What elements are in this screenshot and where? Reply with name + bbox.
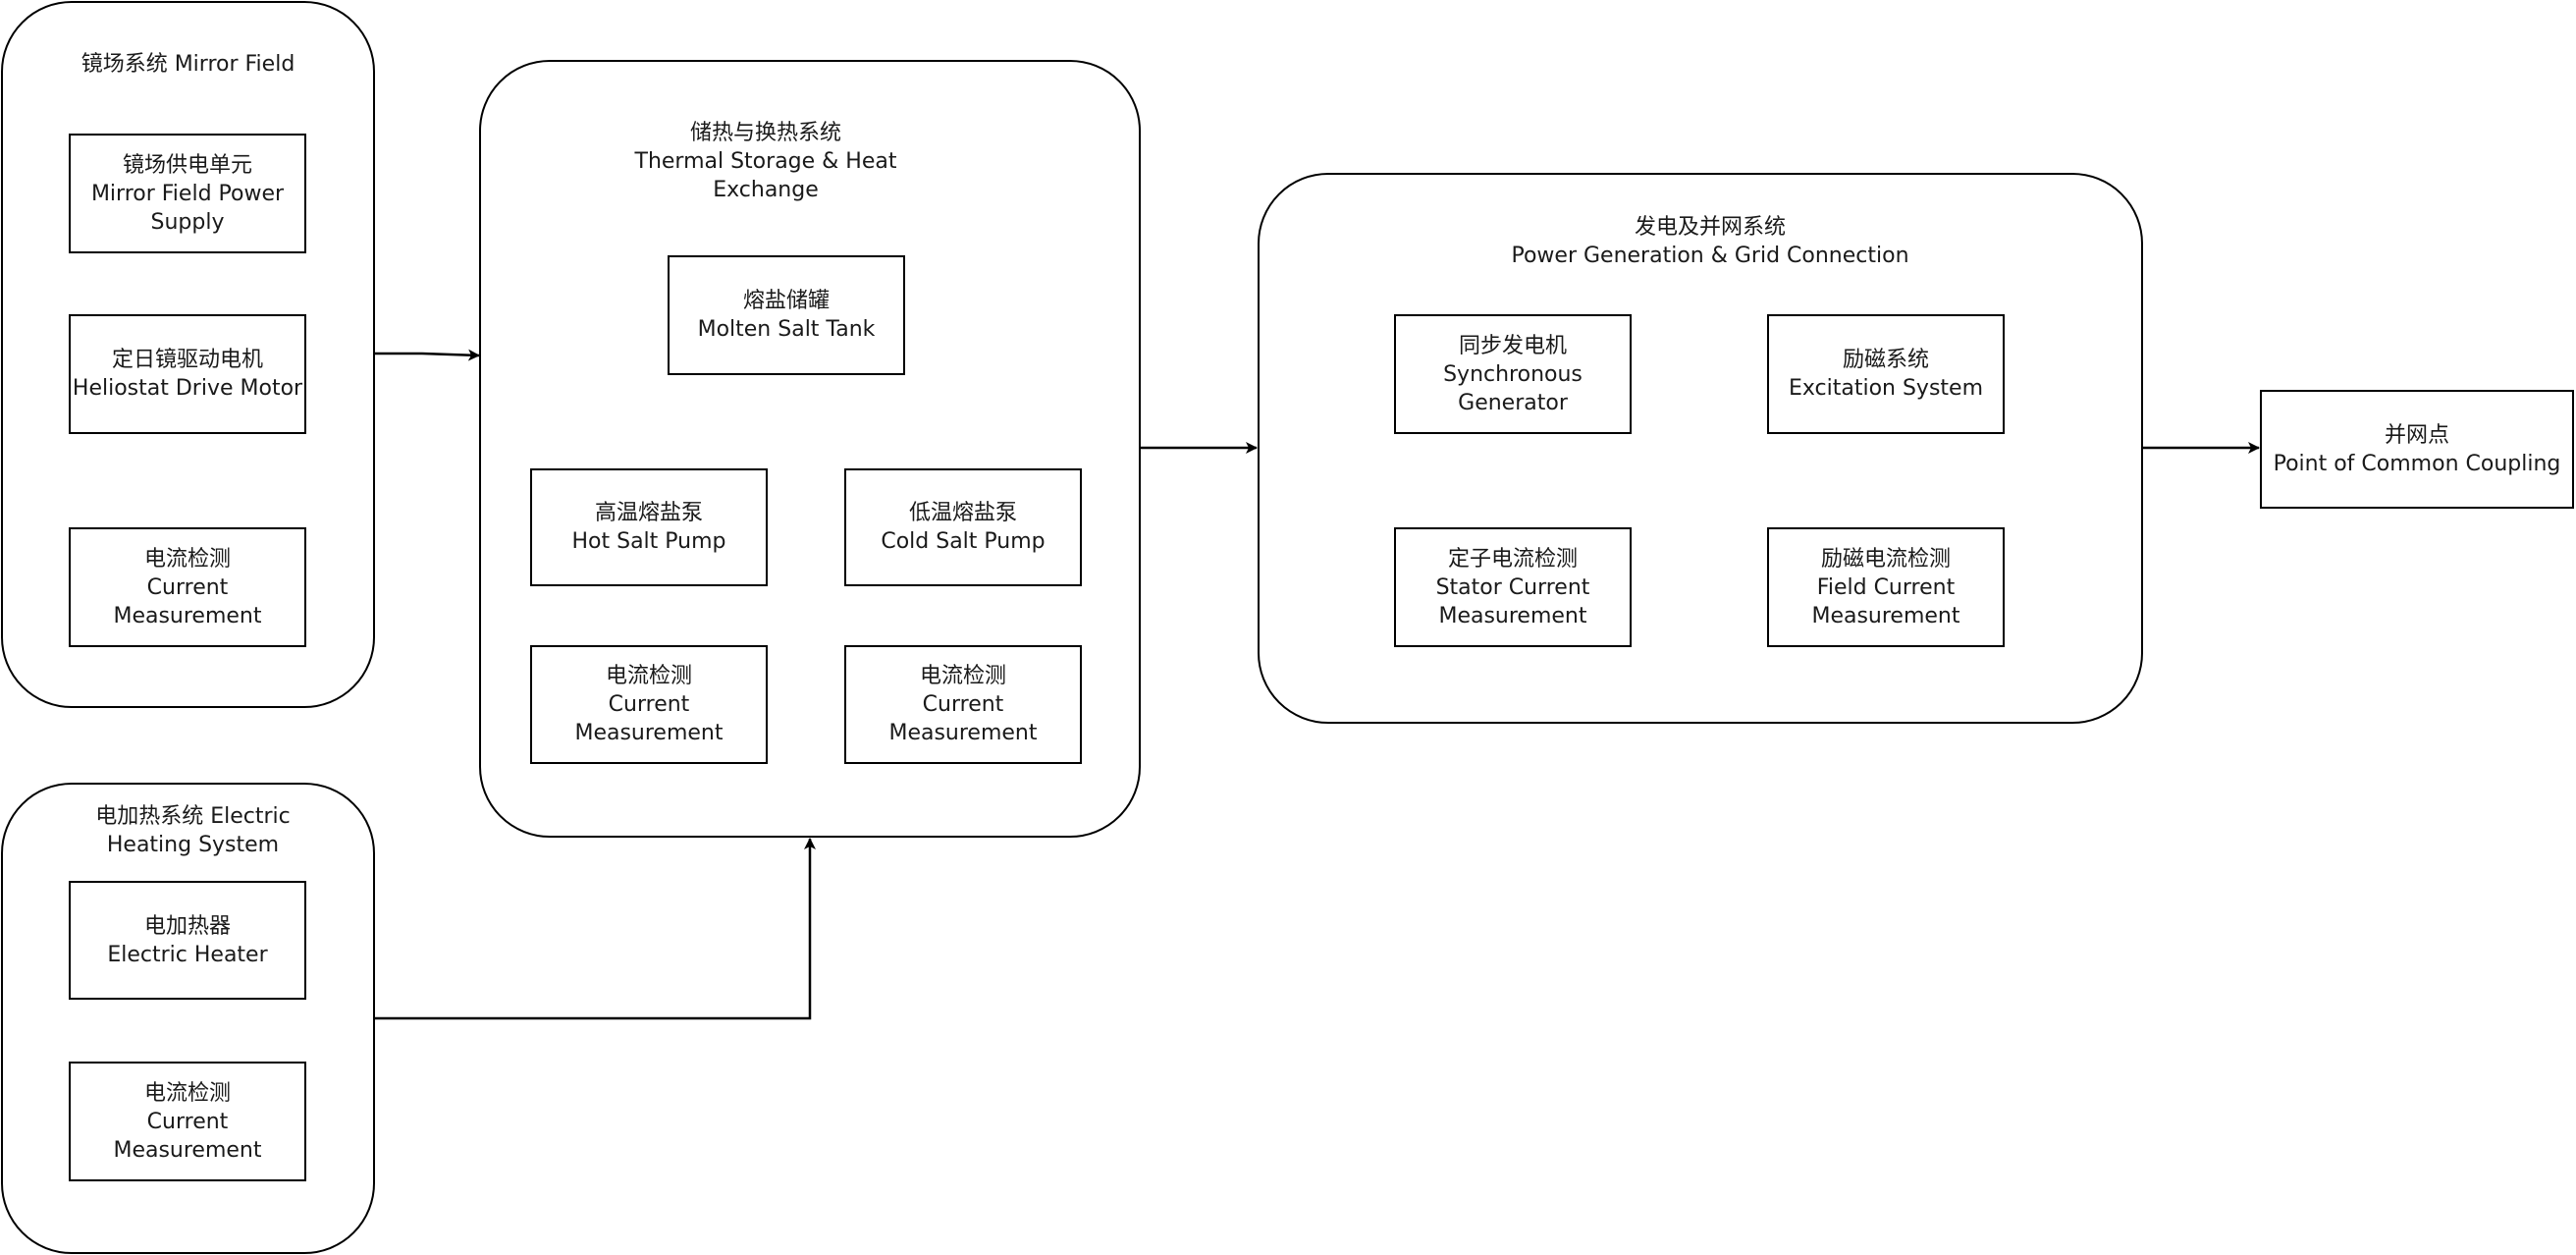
group-power-generation-title: 发电及并网系统 Power Generation & Grid Connecti… [1511, 215, 1909, 268]
node-excitation-system[interactable]: 励磁系统 Excitation System [1767, 314, 2005, 434]
node-hot-salt-pump[interactable]: 高温熔盐泵 Hot Salt Pump [530, 468, 768, 586]
node-mirror-power-supply[interactable]: 镜场供电单元 Mirror Field Power Supply [69, 134, 306, 253]
node-molten-salt-tank[interactable]: 熔盐储罐 Molten Salt Tank [668, 255, 905, 375]
node-field-current-measurement[interactable]: 励磁电流检测 Field Current Measurement [1767, 527, 2005, 647]
node-cold-pump-current-measurement[interactable]: 电流检测 Current Measurement [844, 645, 1082, 764]
node-point-of-common-coupling[interactable]: 并网点 Point of Common Coupling [2260, 390, 2574, 509]
node-electric-heater[interactable]: 电加热器 Electric Heater [69, 881, 306, 1000]
node-synchronous-generator[interactable]: 同步发电机 Synchronous Generator [1394, 314, 1632, 434]
node-mirror-current-measurement[interactable]: 电流检测 Current Measurement [69, 527, 306, 647]
node-stator-current-measurement[interactable]: 定子电流检测 Stator Current Measurement [1394, 527, 1632, 647]
node-cold-salt-pump[interactable]: 低温熔盐泵 Cold Salt Pump [844, 468, 1082, 586]
group-thermal-storage-title: 储热与换热系统 Thermal Storage & Heat Exchange [634, 121, 897, 202]
node-hot-pump-current-measurement[interactable]: 电流检测 Current Measurement [530, 645, 768, 764]
group-electric-heating-title: 电加热系统 Electric Heating System [95, 804, 291, 857]
group-mirror-field-title: 镜场系统 Mirror Field [80, 52, 295, 77]
arrow-heater-to-storage [374, 838, 816, 1020]
node-heater-current-measurement[interactable]: 电流检测 Current Measurement [69, 1062, 306, 1181]
node-heliostat-drive-motor[interactable]: 定日镜驱动电机 Heliostat Drive Motor [69, 314, 306, 434]
arrow-mirror-to-storage [374, 349, 480, 361]
